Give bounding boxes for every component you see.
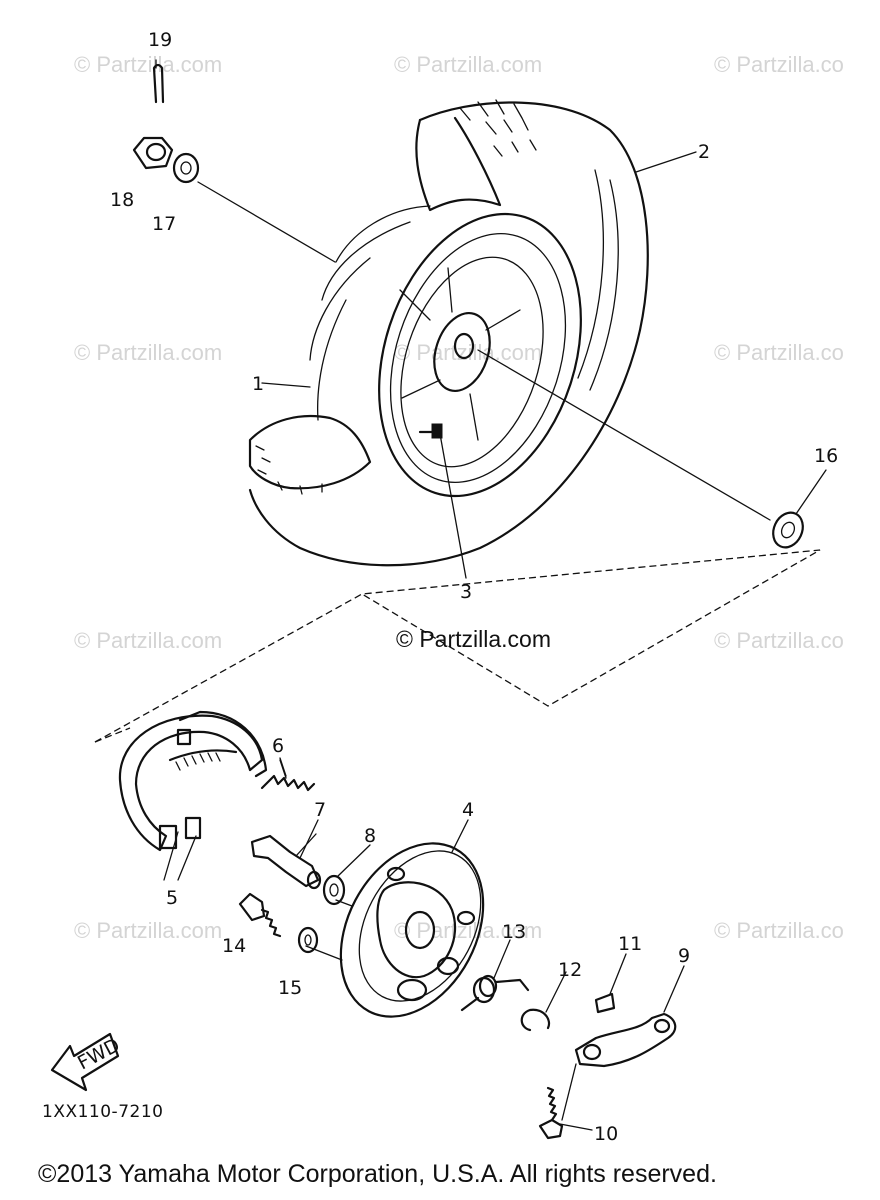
callout-9: 9 bbox=[678, 945, 690, 967]
callout-3: 3 bbox=[460, 581, 472, 603]
watermark: © Partzilla.com bbox=[74, 340, 223, 365]
washer-17 bbox=[172, 152, 200, 184]
cotter-pin-19 bbox=[152, 63, 165, 104]
watermark: © Partzilla.com bbox=[74, 628, 223, 653]
callout-11: 11 bbox=[618, 933, 642, 955]
watermark: © Partzilla.com bbox=[394, 52, 543, 77]
watermark: © Partzilla.com bbox=[394, 340, 543, 365]
callout-7: 7 bbox=[314, 799, 326, 821]
copyright-notice: ©2013 Yamaha Motor Corporation, U.S.A. A… bbox=[38, 1160, 717, 1188]
callout-leaders bbox=[155, 59, 827, 1131]
spring-6 bbox=[260, 759, 316, 792]
torsion-spring-13 bbox=[460, 974, 530, 1012]
callout-15: 15 bbox=[278, 977, 302, 999]
brake-shoes-5 bbox=[118, 710, 268, 881]
callout-12: 12 bbox=[558, 959, 582, 981]
tire-cutaway-top bbox=[415, 116, 502, 212]
callout-6: 6 bbox=[272, 735, 284, 757]
callout-2: 2 bbox=[698, 141, 710, 163]
callout-17: 17 bbox=[152, 213, 176, 235]
callout-16: 16 bbox=[814, 445, 838, 467]
washer-15 bbox=[297, 926, 319, 954]
tire-tread-bottom bbox=[255, 445, 323, 495]
collar-11 bbox=[594, 992, 616, 1014]
forward-arrow-icon: FWD bbox=[50, 1032, 124, 1092]
brake-plate-4 bbox=[339, 842, 485, 1018]
tire-sidewall bbox=[309, 205, 431, 421]
exploded-view-frame bbox=[94, 549, 821, 743]
bolt-14 bbox=[238, 892, 282, 938]
washer-8 bbox=[322, 874, 346, 906]
callout-4: 4 bbox=[462, 799, 474, 821]
watermark: © Partzilla.com bbox=[74, 918, 223, 943]
bolt-10 bbox=[538, 1086, 564, 1140]
tire-cutaway-bottom bbox=[248, 414, 372, 490]
circlip-12 bbox=[520, 1008, 551, 1032]
collar-16 bbox=[772, 511, 804, 549]
tire-tread-marks bbox=[459, 99, 537, 157]
axle-centerline bbox=[197, 181, 336, 263]
callout-1: 1 bbox=[252, 373, 264, 395]
callout-13: 13 bbox=[502, 921, 526, 943]
callout-18: 18 bbox=[110, 189, 134, 211]
callout-10: 10 bbox=[594, 1123, 618, 1145]
callout-19: 19 bbox=[148, 29, 172, 51]
watermark: © Partzilla.co bbox=[714, 628, 844, 653]
watermark: © Partzilla.com bbox=[394, 918, 543, 943]
axle-hole bbox=[453, 332, 475, 360]
watermark: © Partzilla.co bbox=[714, 340, 844, 365]
rim-inner bbox=[389, 233, 567, 483]
tire-outline bbox=[248, 101, 649, 567]
callout-5: 5 bbox=[166, 887, 178, 909]
camshaft-7 bbox=[250, 833, 322, 890]
watermark: © Partzilla.com bbox=[74, 52, 223, 77]
tire-wheel-assembly bbox=[248, 99, 649, 567]
brake-arm-9 bbox=[574, 1012, 677, 1068]
hub bbox=[433, 312, 491, 392]
diagram-code: 1XX110-7210 bbox=[42, 1102, 164, 1122]
watermark: © Partzilla.co bbox=[714, 918, 844, 943]
watermark: © Partzilla.co bbox=[714, 52, 844, 77]
callout-8: 8 bbox=[364, 825, 376, 847]
axle-nut-18 bbox=[132, 136, 174, 170]
callout-14: 14 bbox=[222, 935, 246, 957]
rim-outer bbox=[378, 212, 582, 498]
